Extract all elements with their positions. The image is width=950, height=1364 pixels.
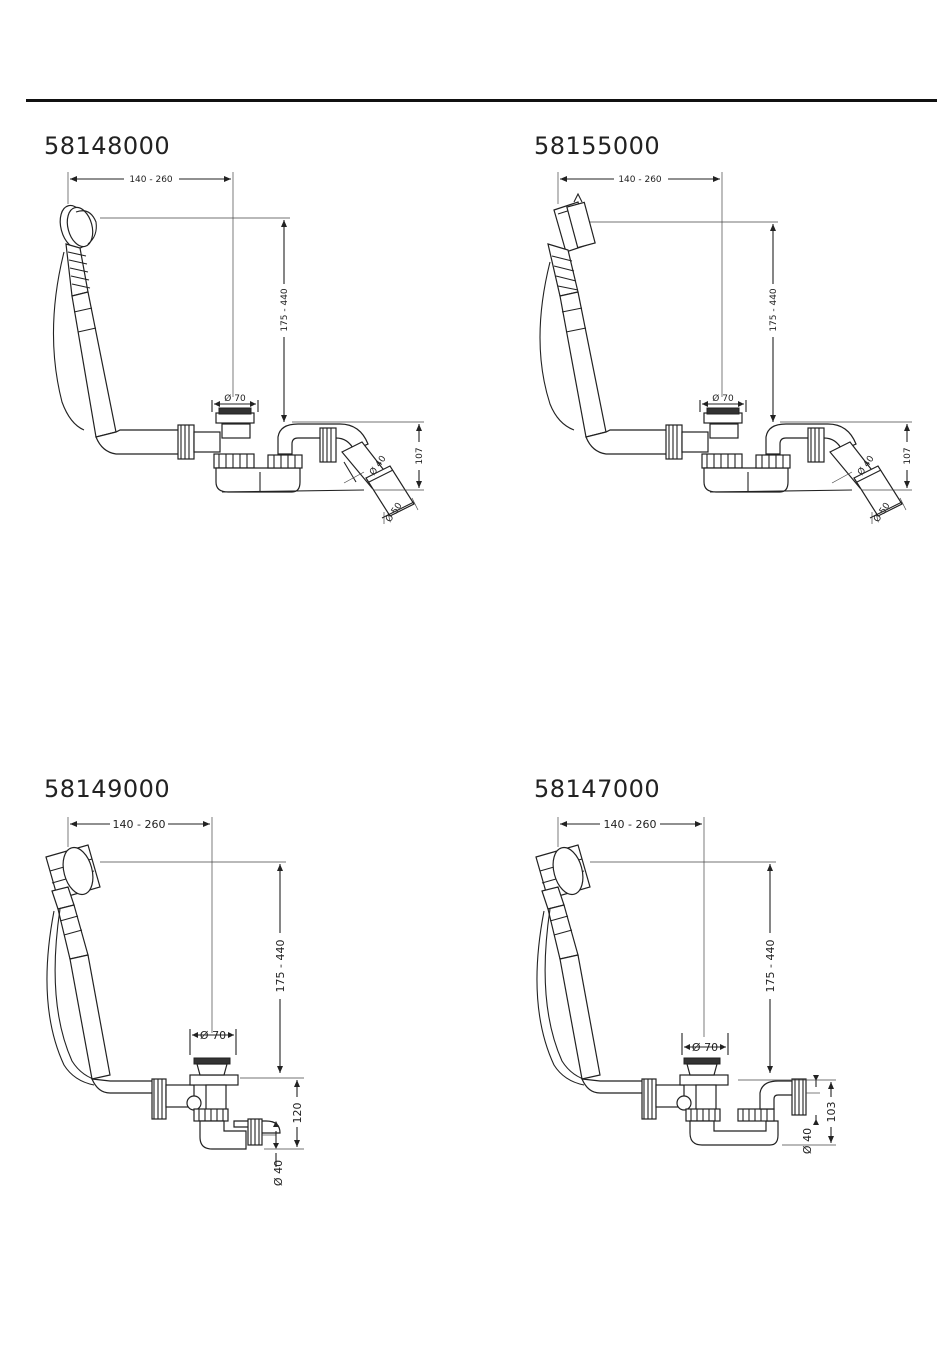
technical-drawing: 140 - 260 175 - 440	[44, 132, 474, 552]
height-dimension-label: 103	[825, 1102, 838, 1123]
vertical-dimension: 175 - 440	[590, 862, 777, 1073]
horizontal-dimension-label: 140 - 260	[618, 175, 662, 185]
trap: Ø 40	[200, 1119, 285, 1186]
drawing-panel-2: 58155000 140 - 260 175 - 440	[534, 132, 950, 552]
bottom-pipe	[582, 1079, 691, 1119]
horizontal-dimension-label: 140 - 260	[129, 175, 173, 185]
overflow-head	[540, 194, 606, 437]
vertical-dimension: 175 - 440	[100, 862, 287, 1073]
horizontal-dimension-label: 140 - 260	[113, 818, 166, 831]
horizontal-dimension-label: 140 - 260	[604, 818, 657, 831]
drain-diameter-label: Ø 70	[224, 393, 246, 404]
header-rule	[26, 99, 937, 102]
vertical-dimension-label: 175 - 440	[280, 288, 290, 332]
height-dimension-label: 107	[415, 447, 425, 464]
drawing-panel-3: 58149000 140 - 260 175 - 440	[44, 775, 474, 1195]
bottom-pipe	[92, 1079, 201, 1119]
outlet-diameter-label: Ø 40	[801, 1128, 814, 1154]
vertical-dimension: 175 - 440	[586, 222, 779, 422]
technical-drawing: 140 - 260 175 - 440	[534, 132, 950, 552]
technical-drawing: 140 - 260 175 - 440	[44, 775, 474, 1195]
drain-assembly: Ø 70	[700, 393, 746, 468]
drawing-panel-4: 58147000 140 - 260 175 - 440	[534, 775, 950, 1195]
drawing-panel-1: 58148000 140 - 260 175 - 440	[44, 132, 474, 552]
vertical-dimension-label: 175 - 440	[274, 940, 287, 993]
height-dimension-label: 107	[903, 447, 913, 464]
technical-drawing: 140 - 260 175 - 440	[534, 775, 950, 1195]
outlet-diameter-label: Ø 40	[272, 1160, 285, 1186]
overflow-head	[53, 202, 116, 437]
drain-diameter-label: Ø 70	[200, 1029, 226, 1042]
overflow-head	[536, 844, 600, 1085]
overflow-head	[46, 844, 110, 1085]
trap: Ø 40 Ø 50	[216, 424, 418, 524]
trap: Ø 40 Ø 50	[704, 424, 906, 524]
height-dimension-label: 120	[291, 1103, 304, 1124]
vertical-dimension-label: 175 - 440	[764, 940, 777, 993]
vertical-dimension-label: 175 - 440	[769, 288, 779, 332]
drain-diameter-label: Ø 70	[692, 1041, 718, 1054]
vertical-dimension: 175 - 440	[100, 218, 290, 422]
drain-diameter-label: Ø 70	[712, 393, 734, 404]
drain-assembly: Ø 70	[212, 393, 258, 468]
